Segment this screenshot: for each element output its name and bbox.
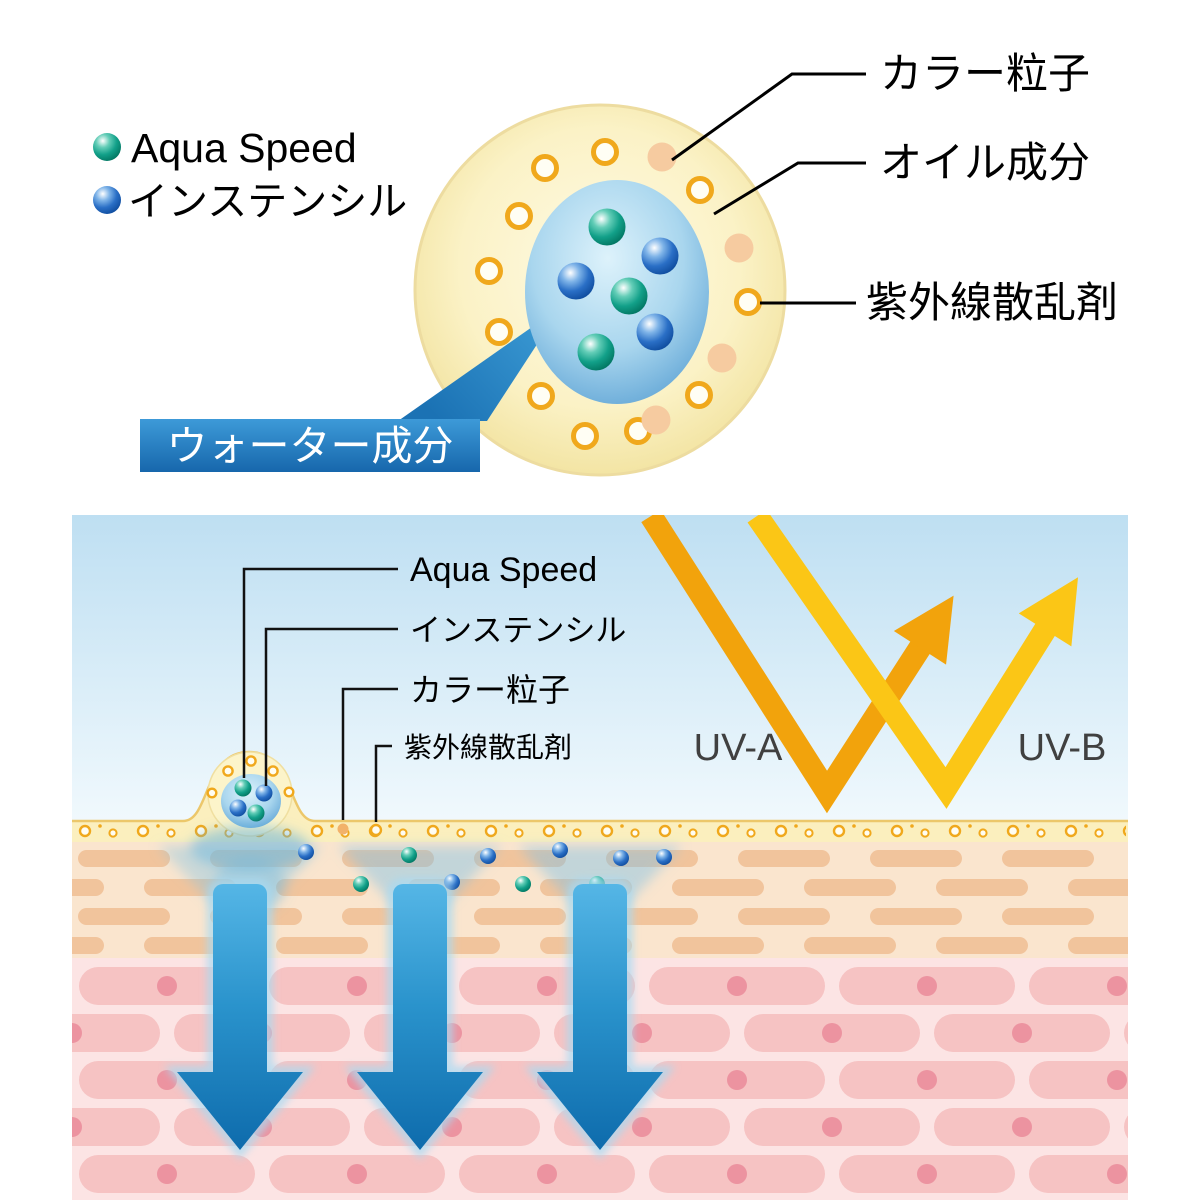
capsule-on-skin	[206, 751, 383, 837]
instensil-sphere-small	[255, 784, 273, 802]
uv-scattering-particles	[475, 138, 762, 450]
water-pointer-wedge	[398, 306, 562, 421]
instensil-sphere-small	[229, 799, 247, 817]
legend-aqua-speed-label: Aqua Speed	[131, 125, 357, 171]
down-arrow-stem	[213, 884, 267, 1082]
instensil-callout-line	[264, 627, 398, 786]
color-particle-callout-line	[341, 687, 398, 820]
down-arrow-stem	[393, 884, 447, 1082]
panel-aqua-speed-label: Aqua Speed	[410, 551, 597, 589]
legend-instensil-label: インステンシル	[128, 180, 407, 224]
water-core-spheres	[557, 208, 679, 371]
capsule-on-skin-rings	[206, 755, 295, 799]
color-particle-dot	[337, 823, 349, 835]
down-arrow-head	[537, 1072, 663, 1150]
color-particle-label: カラー粒子	[880, 50, 1090, 97]
panel-instensil-label: インステンシル	[410, 613, 626, 648]
skin-cross-section: UV-A UV-B	[72, 515, 1128, 1200]
aqua-speed-callout-line	[242, 567, 398, 778]
aqua-speed-sphere-icon	[93, 133, 121, 161]
color-particle-callout-line	[671, 72, 866, 162]
down-arrow-head	[357, 1072, 483, 1150]
capsule-on-skin-water-core	[221, 774, 281, 828]
instensil-sphere-icon	[93, 186, 121, 214]
uv-scattering-dot	[369, 823, 383, 837]
capsule-callouts	[671, 72, 866, 305]
surface-particle-pattern	[74, 823, 1126, 841]
down-arrow-head	[177, 1072, 303, 1150]
panel-uv-scattering-label: 紫外線散乱剤	[404, 732, 572, 763]
oil-component-label: オイル成分	[880, 139, 1090, 186]
arrow-bodies	[177, 884, 663, 1150]
uv-a-label: UV-A	[694, 727, 783, 769]
oil-component-callout-line	[713, 161, 866, 216]
uv-scattering-label: 紫外線散乱剤	[866, 279, 1118, 326]
color-particles	[641, 142, 754, 435]
panel-callout-lines	[242, 567, 398, 822]
legend: Aqua Speed インステンシル	[93, 125, 407, 224]
uv-b-ray-arrow	[747, 515, 1079, 809]
penetration-arrows	[164, 878, 676, 1160]
down-arrow-stem	[573, 884, 627, 1082]
capsule-structure-section: Aqua Speed インステンシル	[93, 50, 1118, 477]
panel-color-particle-label: カラー粒子	[410, 672, 570, 708]
aqua-speed-sphere-small	[247, 804, 265, 822]
water-component-box	[140, 419, 480, 472]
uv-scattering-callout-line	[374, 744, 392, 822]
water-component-label: ウォーター成分	[167, 423, 454, 469]
uv-b-label: UV-B	[1018, 727, 1107, 769]
aqua-speed-sphere-small	[234, 779, 252, 797]
